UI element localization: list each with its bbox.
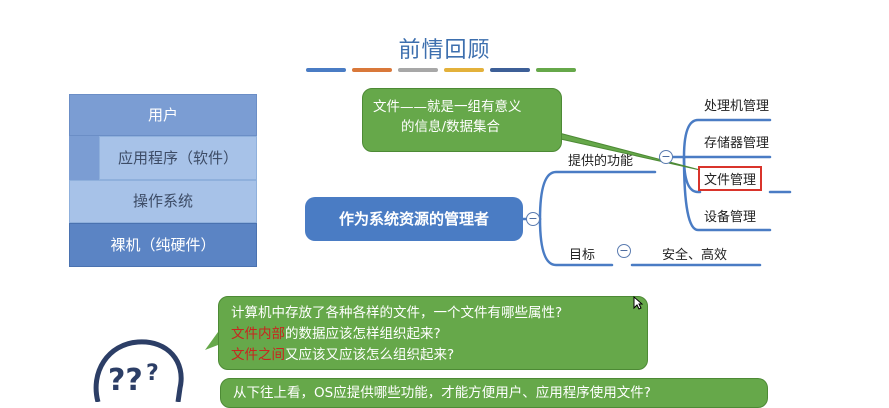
svg-text:??: ?? [108,363,143,398]
callout-definition-line: 文件——就是一组有意义 [373,99,522,115]
question-line-internal: 文件内部的数据应该怎样组织起来? [231,324,635,345]
accent-bar [306,68,346,72]
callout-os-functions: 从下往上看，OS应提供哪些功能，才能方便用户、应用程序使用文件? [220,378,768,408]
highlight-text: 文件之间 [231,347,285,363]
svg-text:?: ? [146,361,159,386]
layer-user: 用户 [69,94,257,136]
collapse-toggle-functions[interactable]: − [659,150,673,164]
accent-bar [398,68,438,72]
goal-value-label: 安全、高效 [662,248,728,263]
accent-bar [490,68,530,72]
accent-bar [444,68,484,72]
highlight-text: 文件内部 [231,326,285,342]
question-line-between: 文件之间又应该又应该怎么组织起来? [231,345,635,366]
layer-operating-system: 操作系统 [69,180,257,223]
branch-functions-label[interactable]: 提供的功能 [568,154,634,169]
callout-file-definition: 文件——就是一组有意义 的信息/数据集合 [362,88,562,152]
callout-definition-line: 的信息/数据集合 [401,119,501,135]
collapse-toggle-central[interactable]: − [526,212,540,226]
question-bubble-icon: ?? ? [93,339,184,402]
collapse-toggle-goal[interactable]: − [617,244,631,258]
leaf-device-management[interactable]: 设备管理 [704,210,757,225]
mouse-cursor-icon [633,296,643,310]
question-line-attributes: 计算机中存放了各种各样的文件，一个文件有哪些属性? [231,305,563,321]
slide-title: 前情回顾 [398,38,491,63]
callout-questions: 计算机中存放了各种各样的文件，一个文件有哪些属性? 文件内部的数据应该怎样组织起… [218,296,648,370]
question-text: 又应该又应该怎么组织起来? [285,347,455,363]
leaf-memory-management[interactable]: 存储器管理 [704,136,770,151]
leaf-processor-management[interactable]: 处理机管理 [704,99,770,114]
accent-bar [536,68,576,72]
accent-color-bars [306,68,576,72]
branch-goal-label[interactable]: 目标 [569,248,596,263]
mindmap-central-node[interactable]: 作为系统资源的管理者 [305,197,523,241]
layer-hardware: 裸机（纯硬件） [69,223,257,267]
accent-bar [352,68,392,72]
question-text: 的数据应该怎样组织起来? [285,326,441,342]
leaf-file-management[interactable]: 文件管理 [698,166,763,191]
layer-user-side [69,136,99,180]
layer-application: 应用程序（软件） [99,136,257,180]
